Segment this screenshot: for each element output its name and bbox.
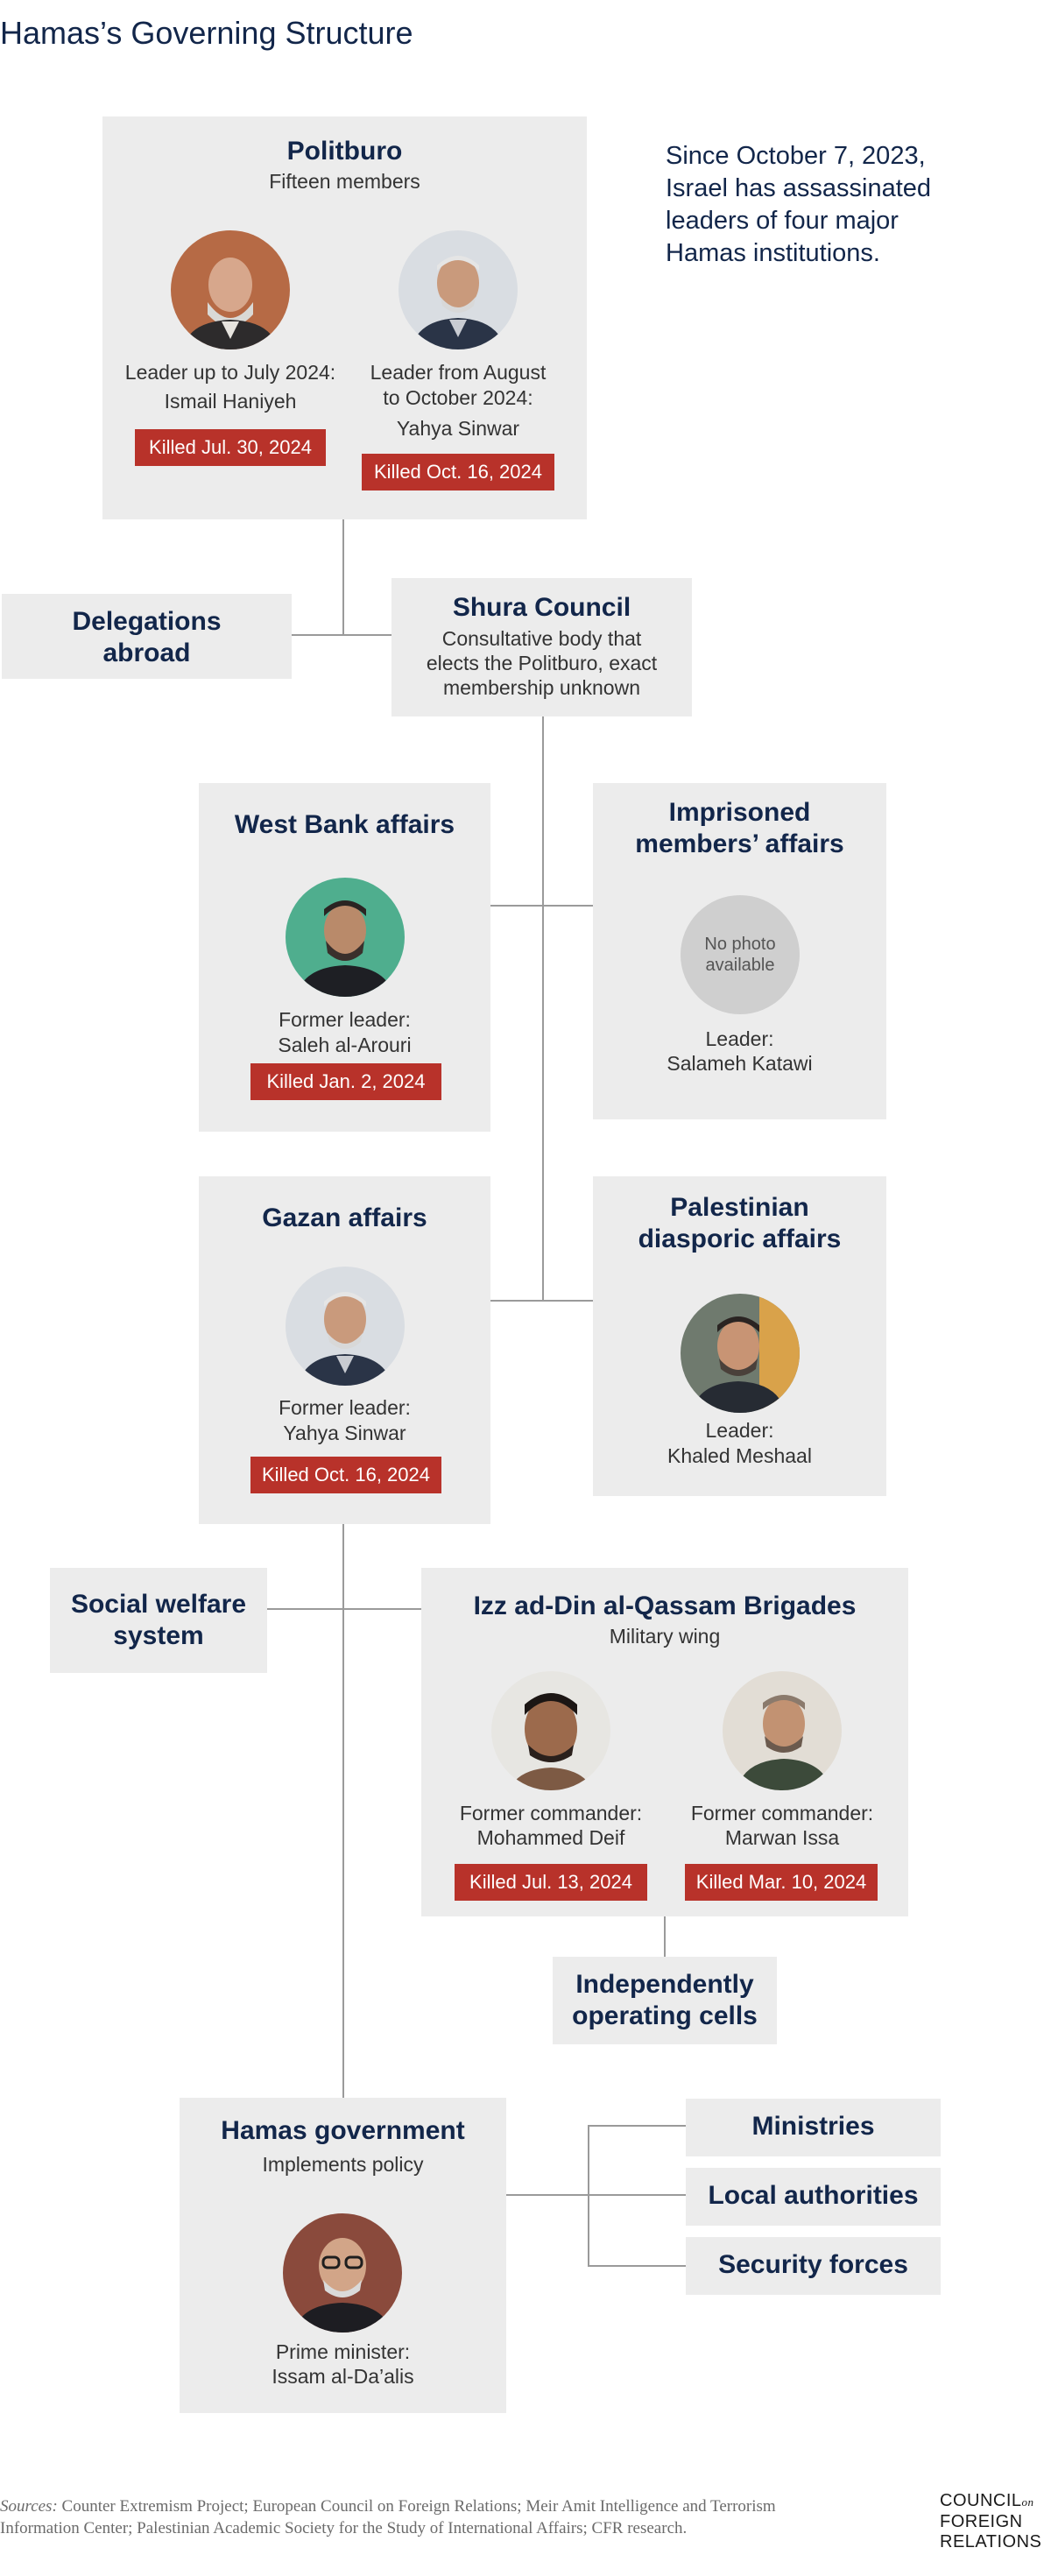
security-forces-box: Security forces	[686, 2237, 941, 2295]
gazan-sinwar-caption: Former leader:	[279, 1396, 411, 1419]
arouri-killed-badge: Killed Jan. 2, 2024	[250, 1063, 441, 1100]
independent-cells-box: Independently operating cells	[553, 1957, 777, 2044]
sinwar-name: Yahya Sinwar	[396, 417, 520, 440]
connector-line	[506, 2194, 589, 2196]
connector-line	[588, 2125, 686, 2127]
issa-killed-badge: Killed Mar. 10, 2024	[685, 1864, 878, 1901]
connector-line	[342, 519, 344, 635]
connector-line	[588, 2125, 589, 2267]
imprisoned-title-a: Imprisoned	[668, 798, 811, 827]
qassam-brigades-box: Izz ad-Din al-Qassam Brigades Military w…	[421, 1568, 908, 1916]
connector-line	[267, 1608, 421, 1610]
meshaal-name: Khaled Meshaal	[667, 1444, 812, 1467]
daalis-caption: Prime minister:	[275, 2340, 411, 2363]
connector-line	[664, 1916, 666, 1957]
logo-line3: RELATIONS	[940, 2532, 1042, 2551]
cells-title-b: operating cells	[572, 2001, 758, 2030]
local-authorities-label: Local authorities	[708, 2181, 919, 2210]
portrait-ismail-haniyeh	[171, 230, 290, 349]
security-forces-label: Security forces	[718, 2250, 908, 2279]
ministries-label: Ministries	[751, 2112, 875, 2141]
sources-line2: Information Center; Palestinian Academic…	[0, 2519, 688, 2537]
no-photo-text-b: available	[705, 956, 775, 975]
qassam-subtitle: Military wing	[609, 1625, 721, 1648]
diaspora-title-b: diasporic affairs	[638, 1224, 842, 1253]
katawi-name: Salameh Katawi	[667, 1052, 813, 1075]
sources-label: Sources:	[0, 2497, 58, 2516]
diaspora-title-a: Palestinian	[670, 1193, 809, 1222]
deif-killed-badge: Killed Jul. 13, 2024	[455, 1864, 647, 1901]
connector-line	[342, 1524, 344, 2098]
haniyeh-killed-badge: Killed Jul. 30, 2024	[135, 429, 326, 466]
politburo-subtitle: Fifteen members	[269, 170, 420, 193]
cfr-logo: COUNCILon FOREIGN RELATIONS	[940, 2491, 1048, 2552]
government-subtitle: Implements policy	[262, 2153, 424, 2176]
qassam-title: Izz ad-Din al-Qassam Brigades	[473, 1591, 857, 1620]
logo-on: on	[1021, 2495, 1034, 2509]
west-bank-title: West Bank affairs	[234, 810, 455, 839]
sources-note: Sources: Counter Extremism Project; Euro…	[0, 2495, 911, 2539]
page-title: Hamas’s Governing Structure	[0, 15, 413, 51]
haniyeh-caption: Leader up to July 2024:	[124, 361, 336, 384]
delegations-title-a: Delegations	[72, 607, 222, 636]
local-authorities-box: Local authorities	[686, 2168, 941, 2226]
portrait-issam-al-daalis	[283, 2213, 402, 2333]
issa-caption: Former commander:	[690, 1802, 874, 1824]
portrait-saleh-al-arouri	[286, 878, 405, 997]
politburo-title: Politburo	[286, 137, 403, 166]
social-welfare-system-box: Social welfare system	[50, 1568, 267, 1673]
portrait-yahya-sinwar-gaza	[286, 1267, 405, 1386]
connector-line	[490, 905, 593, 907]
delegations-abroad-box: Delegations abroad	[2, 594, 292, 679]
portrait-yahya-sinwar	[399, 230, 518, 349]
shura-council-box: Shura Council Consultative body that ele…	[391, 578, 692, 716]
logo-line2: FOREIGN	[940, 2512, 1023, 2531]
connector-line	[542, 716, 544, 1302]
sources-line1: Counter Extremism Project; European Coun…	[57, 2497, 776, 2516]
meshaal-caption: Leader:	[705, 1419, 774, 1442]
shura-desc-a: Consultative body that	[441, 627, 642, 650]
gazan-title: Gazan affairs	[262, 1203, 427, 1232]
logo-line1: COUNCIL	[940, 2491, 1022, 2510]
cells-title-a: Independently	[575, 1970, 754, 1999]
issa-name: Marwan Issa	[724, 1826, 840, 1849]
shura-desc-b: elects the Politburo, exact	[426, 652, 658, 674]
portrait-mohammed-deif	[491, 1671, 610, 1790]
haniyeh-name: Ismail Haniyeh	[164, 390, 297, 413]
west-bank-affairs-box: West Bank affairs Former leader: Saleh a…	[199, 783, 490, 1132]
connector-line	[588, 2265, 686, 2267]
shura-title: Shura Council	[452, 593, 631, 622]
portrait-khaled-meshaal	[681, 1294, 800, 1413]
delegations-title-b: abroad	[102, 639, 191, 667]
no-photo-placeholder: No photo available	[681, 895, 800, 1014]
portrait-marwan-issa	[723, 1671, 842, 1790]
social-title-a: Social welfare	[70, 1590, 247, 1619]
ministries-box: Ministries	[686, 2099, 941, 2156]
intro-note: Since October 7, 2023, Israel has assass…	[666, 142, 932, 267]
gazan-affairs-box: Gazan affairs Former leader: Yahya Sinwa…	[199, 1176, 490, 1524]
connector-line	[588, 2194, 686, 2196]
no-photo-text-a: No photo	[704, 935, 776, 954]
imprisoned-members-affairs-box: Imprisoned members’ affairs No photo avai…	[593, 783, 886, 1119]
deif-name: Mohammed Deif	[476, 1826, 625, 1849]
katawi-caption: Leader:	[705, 1027, 774, 1050]
arouri-caption: Former leader:	[279, 1008, 411, 1031]
government-title: Hamas government	[221, 2116, 465, 2145]
connector-line	[490, 1300, 593, 1302]
connector-line	[292, 634, 391, 636]
daalis-name: Issam al-Da’alis	[272, 2365, 414, 2388]
gazan-sinwar-name: Yahya Sinwar	[283, 1422, 406, 1444]
sinwar-caption-a: Leader from August	[370, 361, 547, 384]
hamas-government-box: Hamas government Implements policy Prime…	[180, 2098, 506, 2413]
shura-desc-c: membership unknown	[442, 676, 640, 699]
social-title-b: system	[113, 1621, 204, 1650]
deif-caption: Former commander:	[459, 1802, 643, 1824]
gazan-sinwar-killed-badge: Killed Oct. 16, 2024	[250, 1457, 441, 1493]
arouri-name: Saleh al-Arouri	[278, 1034, 412, 1056]
imprisoned-title-b: members’ affairs	[635, 829, 844, 858]
sinwar-caption-b: to October 2024:	[383, 386, 533, 409]
palestinian-diasporic-affairs-box: Palestinian diasporic affairs Leader: Kh…	[593, 1176, 886, 1496]
politburo-box: Politburo Fifteen members Leader up to J…	[102, 116, 587, 519]
sinwar-killed-badge: Killed Oct. 16, 2024	[362, 454, 554, 490]
